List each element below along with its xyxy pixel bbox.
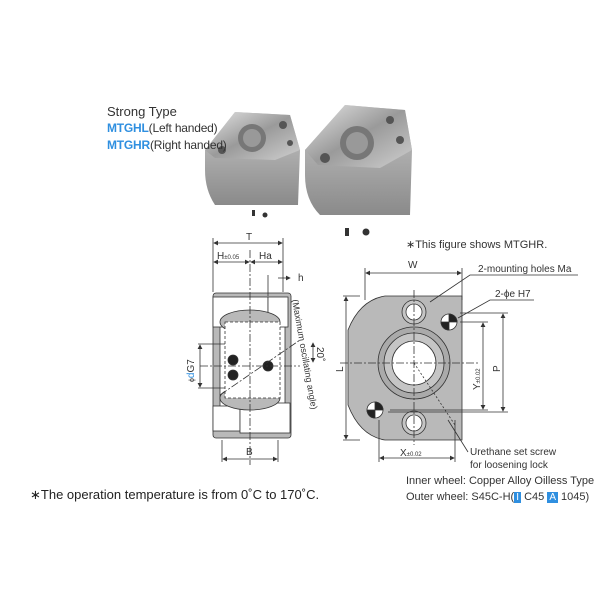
model-desc: (Right handed) [150, 138, 227, 152]
setscrew-label-2: for loosening lock [470, 460, 549, 471]
setscrew-label-1: Urethane set screw [470, 447, 557, 458]
model-code: MTGHR [107, 138, 150, 152]
dim-Y: Y±0.02 [472, 368, 483, 390]
outer-prefix: Outer wheel: S45C-H( [406, 491, 515, 503]
dowel-hole-icon [440, 313, 458, 331]
angle-label: 20˚ [314, 347, 326, 361]
outer-mid: C45 [524, 491, 545, 503]
mounting-holes-label: 2-mounting holes Ma [478, 264, 572, 275]
bore-diameter: ϕdG7 [186, 359, 197, 382]
product-photo-small [205, 112, 300, 218]
model-code: MTGHL [107, 121, 149, 135]
dim-B: B [246, 447, 253, 458]
dim-P: P [492, 365, 503, 372]
side-view [197, 238, 316, 465]
figure-note: ∗This figure shows MTGHR. [406, 239, 548, 251]
dim-H: H±0.05 [217, 251, 240, 262]
temperature-note: ∗The operation temperature is from 0˚C t… [30, 487, 320, 502]
dim-T: T [246, 232, 252, 243]
dim-W: W [408, 260, 418, 271]
dim-Ha: Ha [259, 251, 272, 262]
inner-wheel-material: Inner wheel: Copper Alloy Oilless Type [406, 475, 595, 487]
dim-h: h [298, 273, 304, 284]
front-view [340, 268, 578, 462]
outer-wheel-material: Outer wheel: S45C-H(I C45 A 1045) [406, 491, 589, 503]
model-right: MTGHR(Right handed) [107, 138, 227, 152]
model-desc: (Left handed) [148, 121, 218, 135]
badge-a: A [547, 492, 558, 503]
outer-suffix: 1045) [561, 491, 590, 503]
type-label: Strong Type [107, 104, 177, 119]
model-left: MTGHL(Left handed) [107, 121, 218, 135]
product-photo-large [305, 105, 412, 236]
dowel-hole-icon [366, 401, 384, 419]
badge-i: I [514, 492, 521, 503]
dim-L: L [335, 366, 346, 372]
dowel-holes-label: 2-ϕe H7 [495, 289, 531, 300]
dim-X: X±0.02 [400, 448, 422, 459]
